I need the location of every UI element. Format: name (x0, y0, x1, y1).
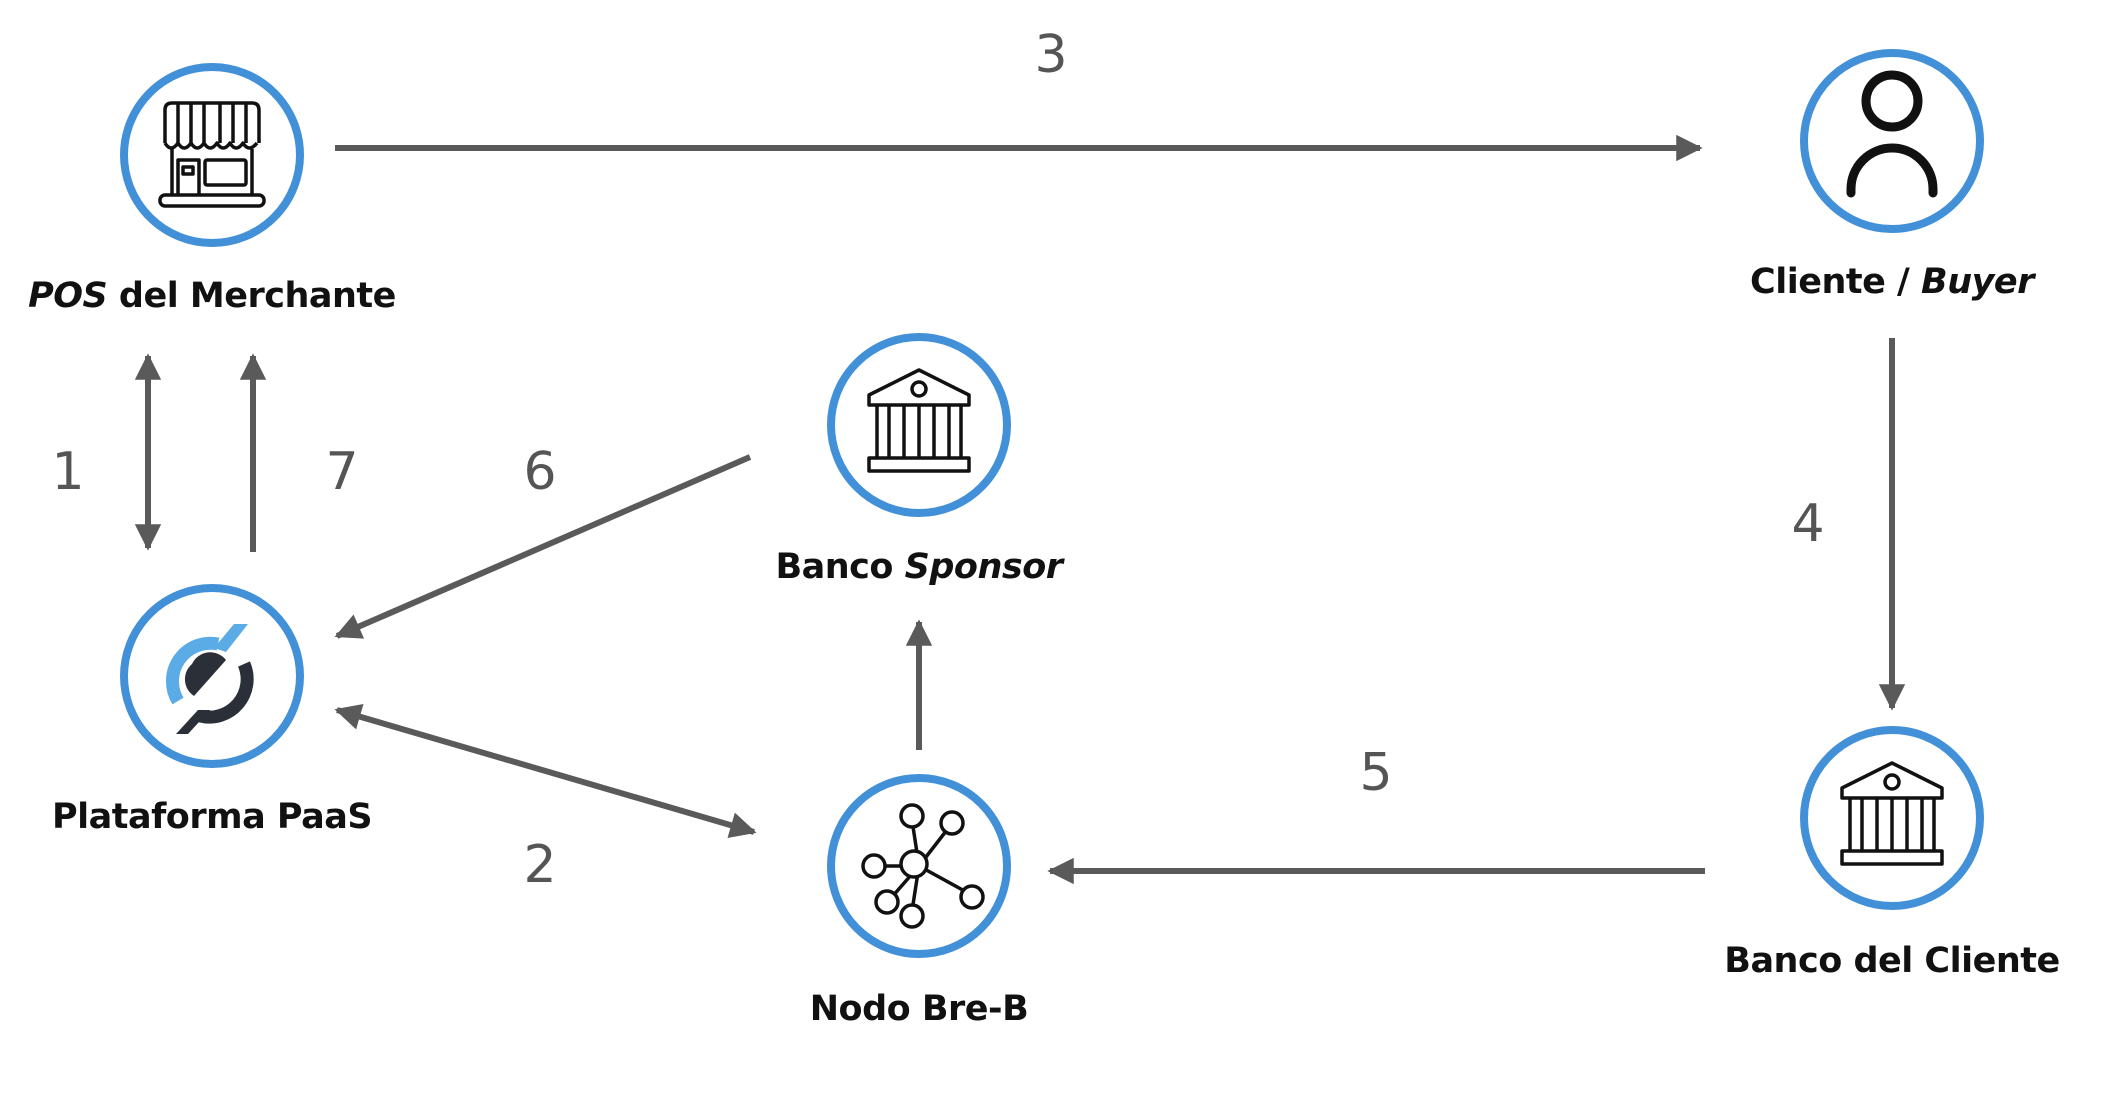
pos-label-italic: POS (28, 276, 108, 316)
arrow-step-2 (334, 704, 757, 838)
step-label-3: 3 (1034, 25, 1068, 85)
network-hub-icon (861, 803, 985, 929)
paas-node-ring (120, 584, 304, 768)
nodo-node-label: Nodo Bre-B (809, 989, 1029, 1029)
pos-node-ring (120, 63, 304, 247)
bank-icon (867, 368, 971, 473)
cliente-label-italic: Buyer (1921, 262, 2034, 302)
step-label-6: 6 (523, 442, 557, 502)
storefront-icon (158, 101, 266, 208)
bank-icon (1840, 761, 1944, 866)
arrow-step-6 (334, 454, 752, 639)
sponsor-label-italic: Sponsor (904, 547, 1063, 587)
banco-cliente-node-label: Banco del Cliente (1724, 941, 2060, 981)
user-icon (1846, 70, 1938, 198)
step-label-1: 1 (51, 442, 85, 502)
pos-label-rest: del Merchante (107, 276, 396, 316)
cliente-node-label: Cliente / Buyer (1750, 262, 2034, 302)
step-label-7: 7 (325, 442, 359, 502)
paas-node-label: Plataforma PaaS (51, 797, 373, 837)
sponsor-node-label: Banco Sponsor (775, 547, 1063, 587)
pos-node-label: POS del Merchante (28, 276, 396, 316)
sponsor-label-plain: Banco (775, 547, 905, 587)
paas-logo-icon (165, 624, 254, 734)
step-label-4: 4 (1791, 494, 1825, 554)
cliente-label-plain: Cliente / (1750, 262, 1922, 302)
step-label-5: 5 (1359, 743, 1393, 803)
step-label-2: 2 (523, 835, 557, 895)
